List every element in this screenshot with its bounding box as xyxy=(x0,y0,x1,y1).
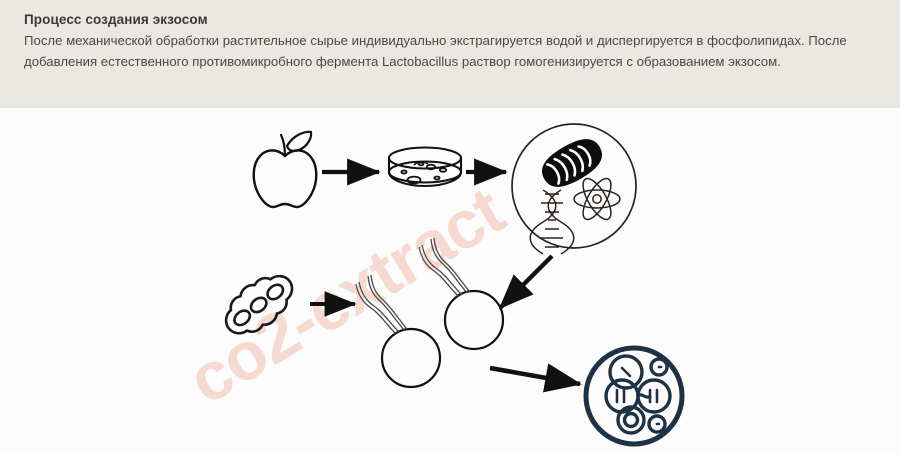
process-flow-diagram xyxy=(224,123,685,447)
petri-dish-icon xyxy=(387,146,463,188)
cell-components-circle xyxy=(511,123,637,255)
mitochondrion-icon xyxy=(542,139,602,187)
atom-symbol-icon xyxy=(573,177,621,221)
apple-fruit-icon xyxy=(252,130,318,209)
phospholipid-molecule-1 xyxy=(355,274,442,389)
exosome-vesicle-icon xyxy=(583,345,685,447)
header-band: Процесс создания экзосом После механичес… xyxy=(0,0,900,108)
phospholipid-molecule-2 xyxy=(418,237,505,351)
arrow-cell-to-phospholipid-icon xyxy=(498,254,554,310)
arrow-phospholipid-to-exosome-icon xyxy=(489,363,582,393)
dna-double-helix-icon xyxy=(529,189,575,255)
diagram-canvas: co2-extract xyxy=(0,108,900,454)
header-description: После механической обработки растительно… xyxy=(24,33,847,69)
soybean-pod-icon xyxy=(224,274,294,335)
page-title: Процесс создания экзосом xyxy=(24,12,208,27)
